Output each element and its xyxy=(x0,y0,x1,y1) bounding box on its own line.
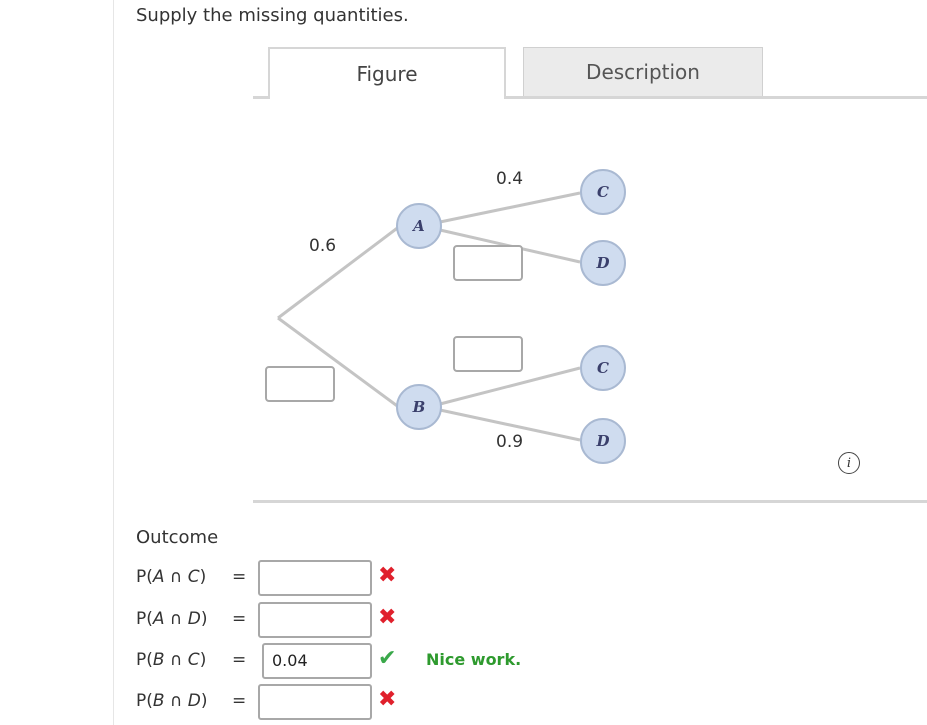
node-B-label: B xyxy=(412,398,426,416)
outcome-row-label: P(A ∩ C) xyxy=(136,567,206,587)
answer-input-a-and-c[interactable] xyxy=(258,560,372,596)
incorrect-icon: ✖ xyxy=(378,605,397,630)
outcome-row-label: P(B ∩ C) xyxy=(136,650,206,670)
row-prefix: P( xyxy=(136,650,153,670)
prob-root-A: 0.6 xyxy=(309,236,337,256)
correct-check-icon: ✔ xyxy=(378,646,397,671)
branch-root-B xyxy=(277,316,401,410)
tab-figure[interactable]: Figure xyxy=(268,47,506,99)
row-suffix: ) xyxy=(200,691,208,711)
node-B-D-label: D xyxy=(595,432,609,450)
row-event: B ∩ D xyxy=(152,691,201,711)
figure-bottom-rule xyxy=(253,500,927,503)
prob-A-C: 0.4 xyxy=(496,169,524,189)
incorrect-icon: ✖ xyxy=(378,687,397,712)
node-B-C-label: C xyxy=(597,359,609,377)
node-A xyxy=(396,203,442,249)
node-A-C xyxy=(580,169,626,215)
row-suffix: ) xyxy=(199,567,207,587)
equals-sign: = xyxy=(232,609,247,629)
branch-root-A xyxy=(277,224,401,320)
equals-sign: = xyxy=(232,567,247,587)
answer-input-b-and-d[interactable] xyxy=(258,684,372,720)
node-A-label: A xyxy=(411,217,425,235)
row-event: A ∩ D xyxy=(152,609,201,629)
row-prefix: P( xyxy=(136,567,153,587)
row-suffix: ) xyxy=(200,609,208,629)
outcome-row-label: P(B ∩ D) xyxy=(136,691,208,711)
tab-bar-rule-right xyxy=(506,96,927,99)
outcome-row-label: P(A ∩ D) xyxy=(136,609,208,629)
node-A-D-label: D xyxy=(595,254,609,272)
node-A-C-label: C xyxy=(597,183,609,201)
branch-B-D xyxy=(439,408,581,442)
answer-input-b-and-c[interactable]: 0.04 xyxy=(262,643,372,679)
node-B-D xyxy=(580,418,626,464)
incorrect-icon: ✖ xyxy=(378,563,397,588)
blank-B-C-input[interactable] xyxy=(453,336,523,372)
row-event: B ∩ C xyxy=(152,650,200,670)
tab-bar-rule-left xyxy=(253,96,270,99)
equals-sign: = xyxy=(232,691,247,711)
node-B-C xyxy=(580,345,626,391)
blank-A-D-input[interactable] xyxy=(453,245,523,281)
branch-A-C xyxy=(439,191,581,224)
node-B xyxy=(396,384,442,430)
answer-input-a-and-d[interactable] xyxy=(258,602,372,638)
row-suffix: ) xyxy=(199,650,207,670)
branch-B-C xyxy=(439,366,581,406)
blank-root-B-input[interactable] xyxy=(265,366,335,402)
info-icon[interactable]: i xyxy=(838,452,860,474)
outcome-header: Outcome xyxy=(136,527,219,548)
question-prompt: Supply the missing quantities. xyxy=(136,5,409,26)
node-A-D xyxy=(580,240,626,286)
row-prefix: P( xyxy=(136,609,153,629)
row-prefix: P( xyxy=(136,691,153,711)
equals-sign: = xyxy=(232,650,247,670)
left-margin-rule xyxy=(113,0,114,725)
feedback-message: Nice work. xyxy=(426,650,522,669)
prob-B-D: 0.9 xyxy=(496,432,524,452)
row-event: A ∩ C xyxy=(152,567,200,587)
